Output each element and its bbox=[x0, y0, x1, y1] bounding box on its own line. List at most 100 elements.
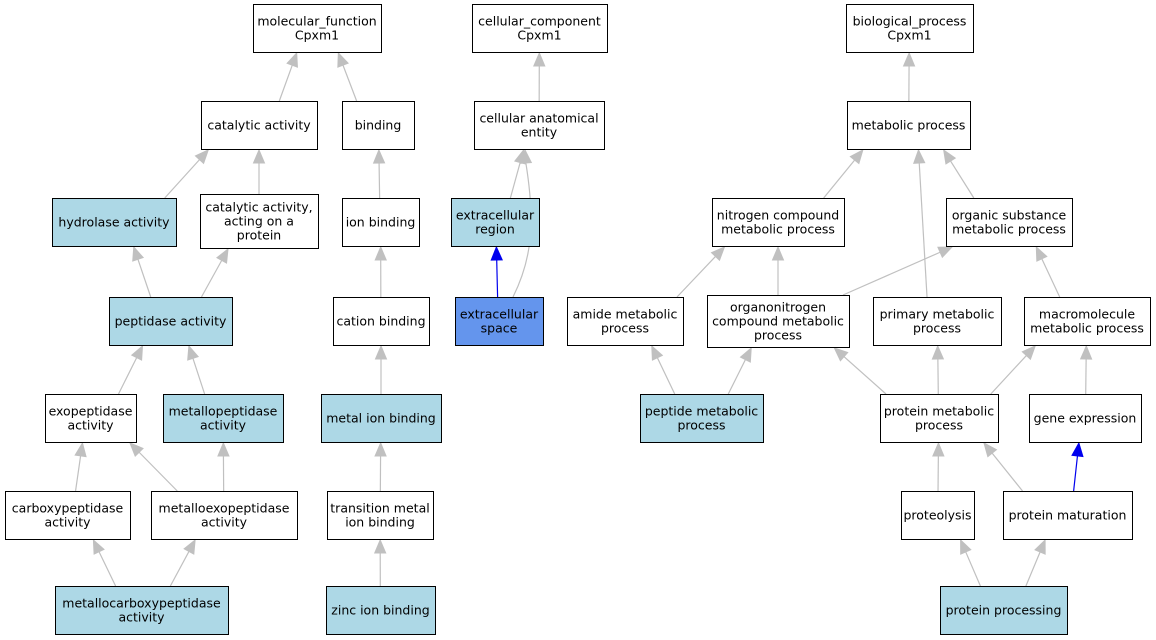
go-term-node-protein-processing[interactable]: protein processing bbox=[940, 586, 1068, 635]
node-box[interactable] bbox=[940, 586, 1068, 635]
edge-protein-processing-to-protein-maturation bbox=[1025, 538, 1046, 587]
node-label-line: organic substance bbox=[952, 208, 1067, 223]
node-label-line: binding bbox=[355, 118, 402, 133]
edge-transition-to-metal-ion bbox=[374, 441, 387, 492]
node-box[interactable] bbox=[1029, 394, 1142, 443]
edge-arrowhead bbox=[92, 538, 105, 555]
node-box[interactable] bbox=[640, 394, 764, 443]
node-box[interactable] bbox=[1003, 491, 1133, 540]
go-term-node-metal-ion[interactable]: metal ion binding bbox=[321, 394, 442, 443]
edge-arrowhead bbox=[937, 246, 954, 259]
node-box[interactable] bbox=[474, 101, 605, 150]
node-box[interactable] bbox=[1024, 297, 1151, 346]
node-box[interactable] bbox=[200, 194, 319, 249]
node-box[interactable] bbox=[567, 297, 684, 346]
edge-arrowhead bbox=[216, 247, 229, 264]
edge-protein-maturation-to-gene-expr bbox=[1071, 441, 1084, 492]
edge-arrowhead bbox=[771, 245, 785, 261]
go-term-node-catalytic[interactable]: catalytic activity bbox=[201, 101, 318, 150]
node-box[interactable] bbox=[333, 297, 430, 346]
node-box[interactable] bbox=[5, 491, 131, 540]
node-box[interactable] bbox=[472, 4, 608, 53]
edge-arrowhead bbox=[983, 441, 998, 458]
node-label-line: hydrolase activity bbox=[58, 215, 170, 230]
go-term-node-metabolic[interactable]: metabolic process bbox=[847, 101, 971, 150]
node-box[interactable] bbox=[873, 297, 1002, 346]
node-box[interactable] bbox=[253, 4, 382, 53]
node-box[interactable] bbox=[946, 198, 1073, 247]
node-box[interactable] bbox=[451, 198, 540, 247]
node-box[interactable] bbox=[109, 297, 233, 346]
node-label-line: Cpxm1 bbox=[295, 28, 339, 43]
node-box[interactable] bbox=[847, 101, 971, 150]
edge-protein-met-to-macromolecule bbox=[990, 345, 1037, 395]
node-label-line: compound metabolic bbox=[712, 314, 844, 329]
edge-line bbox=[98, 551, 117, 587]
node-box[interactable] bbox=[321, 394, 442, 443]
node-box[interactable] bbox=[342, 198, 420, 247]
node-box[interactable] bbox=[342, 101, 415, 150]
node-box[interactable] bbox=[880, 394, 999, 443]
edge-line bbox=[842, 251, 941, 296]
edge-line bbox=[1073, 455, 1079, 492]
node-label-line: exopeptidase bbox=[49, 404, 133, 419]
node-label-line: ion binding bbox=[345, 515, 415, 530]
node-box[interactable] bbox=[327, 491, 434, 540]
go-term-node-hydrolase[interactable]: hydrolase activity bbox=[52, 198, 177, 247]
edge-arrowhead bbox=[252, 148, 266, 164]
node-box[interactable] bbox=[45, 394, 137, 443]
node-box[interactable] bbox=[163, 394, 284, 443]
edge-line bbox=[965, 551, 981, 587]
go-term-node-cation[interactable]: cation binding bbox=[333, 297, 430, 346]
go-term-node-peptidase[interactable]: peptidase activity bbox=[109, 297, 233, 346]
node-box[interactable] bbox=[707, 295, 850, 348]
node-label-line: metabolic process bbox=[1030, 321, 1144, 336]
edge-arrowhead bbox=[286, 51, 298, 68]
node-label-line: cation binding bbox=[336, 314, 425, 329]
node-label-line: biological_process bbox=[853, 14, 967, 29]
node-box[interactable] bbox=[455, 297, 544, 346]
node-box[interactable] bbox=[326, 586, 436, 635]
node-box[interactable] bbox=[201, 101, 318, 150]
go-term-node-gene-expr[interactable]: gene expression bbox=[1029, 394, 1142, 443]
node-box[interactable] bbox=[52, 198, 177, 247]
node-box[interactable] bbox=[846, 4, 974, 53]
node-label-line: acting on a bbox=[224, 214, 294, 229]
go-term-node-binding[interactable]: binding bbox=[342, 101, 415, 150]
go-term-node-proteolysis[interactable]: proteolysis bbox=[901, 491, 975, 540]
node-box[interactable] bbox=[712, 198, 845, 247]
node-label-line: catalytic activity bbox=[207, 118, 311, 133]
edge-primary-to-metabolic bbox=[913, 148, 928, 298]
node-box[interactable] bbox=[55, 586, 229, 635]
edge-line bbox=[137, 259, 152, 298]
go-term-node-ion-binding[interactable]: ion binding bbox=[342, 198, 420, 247]
node-box[interactable] bbox=[151, 491, 298, 540]
node-box[interactable] bbox=[901, 491, 975, 540]
edge-peptide-met-to-organonitrogen bbox=[727, 346, 752, 395]
go-term-node-protein-maturation[interactable]: protein maturation bbox=[1003, 491, 1133, 540]
go-term-node-zinc[interactable]: zinc ion binding bbox=[326, 586, 436, 635]
edge-metalloexo-to-metallopeptidase bbox=[217, 441, 230, 492]
